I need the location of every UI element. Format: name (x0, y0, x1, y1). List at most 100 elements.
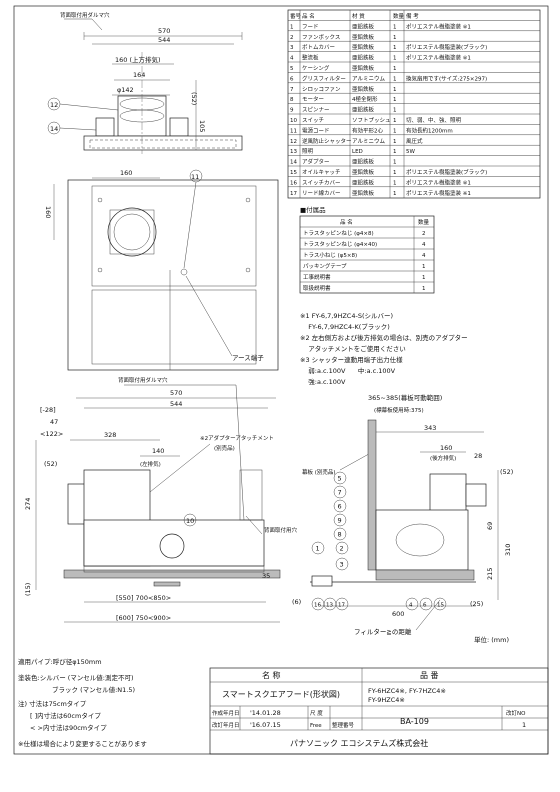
parts-cell-11-4: 風圧式 (406, 137, 423, 145)
front-switch (159, 533, 185, 559)
title-rev: 1 (522, 721, 526, 729)
parts-cell-12-2: LED (352, 149, 363, 155)
front-hood-bottom (63, 569, 281, 579)
side-dim-6: (6) (292, 598, 301, 606)
front-dim-122: <122> (40, 430, 63, 438)
acc-header-0: 品 名 (340, 218, 353, 226)
front-dim-15: (15) (24, 583, 32, 596)
parts-cell-2-4: ポリエステル樹脂塗装(ブラック) (406, 43, 487, 51)
parts-cell-15-3: 1 (393, 180, 397, 186)
parts-cell-16-1: リード線カバー (302, 189, 341, 197)
parts-cell-0-4: ポリエステル樹脂塗装 ※1 (406, 22, 471, 30)
parts-cell-12-1: 照明 (302, 148, 314, 155)
parts-cell-0-1: フード (302, 23, 319, 30)
parts-cell-16-4: ポリエステル樹脂塗装 ※1 (406, 189, 471, 197)
parts-cell-13-0: 14 (290, 160, 297, 166)
title-name-header: 名 称 (262, 670, 281, 680)
adapter-label: ※2アダプターアタッチメント (200, 434, 274, 442)
top-body (83, 135, 243, 151)
side-balloon-circle (311, 541, 325, 555)
parts-cell-3-2: 亜鉛鉄板 (352, 54, 375, 62)
side-balloon-circle (333, 513, 347, 527)
top-dim-52: (52) (190, 92, 198, 105)
acc-cell-5-0: 取扱説明書 (303, 284, 331, 292)
parts-cell-15-0: 16 (290, 180, 297, 186)
parts-cell-10-1: 電源コード (302, 126, 330, 134)
parts-cell-14-4: ポリエステル樹脂塗装(ブラック) (406, 168, 487, 176)
parts-cell-2-1: ボトムカバー (302, 43, 335, 51)
front-dim-140-sub: (左排気) (140, 460, 161, 468)
note-line-6: 強:a.c.100V (300, 378, 346, 386)
title-num-header: 品 番 (420, 670, 439, 680)
parts-cell-9-0: 10 (290, 118, 297, 124)
spec-note4: ※仕様は場合により変更することがあります (18, 739, 147, 748)
front-dim-544: 544 (170, 400, 182, 408)
acc-cell-1-0: トラスタッピンねじ (φ4×40) (303, 240, 377, 248)
note-line-4: ※3 シャッター連動用端子出力仕様 (300, 355, 403, 364)
parts-cell-12-3: 1 (393, 149, 397, 155)
side-bottom (375, 569, 475, 581)
parts-cell-11-3: 1 (393, 139, 397, 145)
parts-cell-2-0: 3 (290, 45, 294, 51)
plan-view: 160 160 11 アース端子 (44, 169, 279, 371)
parts-cell-9-2: ソフトプッシュ (352, 117, 391, 124)
parts-cell-13-2: 亜鉛鉄板 (352, 158, 375, 166)
parts-cell-16-3: 1 (393, 191, 397, 197)
filter-label: フィルター≧の距離 (354, 627, 412, 636)
front-balloon-10: 10 (186, 517, 194, 525)
parts-cell-1-2: 亜鉛鉄板 (352, 33, 375, 41)
notes-block: ※1 FY-6,7,9HZC4-S(シルバー) FY-6,7,9HZC4-K(ブ… (300, 312, 468, 386)
side-dim-600: 600 (392, 610, 404, 618)
earth-label: アース端子 (232, 353, 264, 362)
parts-cell-1-0: 2 (290, 35, 294, 41)
side-dim-52: (52) (500, 468, 513, 476)
sheet-border (13, 5, 549, 755)
title-created: '14.01.28 (250, 709, 281, 717)
side-balloon-circle (433, 597, 447, 611)
spec-note3: < >内寸法は90cmタイプ (30, 723, 107, 732)
side-balloon-13: 13 (326, 603, 333, 609)
spec-block: 適用パイプ:呼び径φ150mm 塗装色:シルバー (マンセル値:測定不可) ブラ… (18, 657, 147, 748)
parts-cell-15-4: ポリエステル樹脂塗装 ※1 (406, 178, 471, 186)
side-balloon-8: 8 (338, 531, 342, 539)
front-dim-274: 274 (24, 498, 32, 510)
adapter-sub-label: (別売品) (214, 444, 235, 452)
acc-cell-2-1: 4 (422, 253, 426, 259)
parts-cell-14-3: 1 (393, 170, 397, 176)
unit-label: 単位: (mm) (474, 635, 509, 644)
plan-duct-opening (107, 207, 157, 257)
side-balloon-9: 9 (338, 517, 342, 525)
acc-cell-1-1: 4 (422, 242, 426, 248)
parts-cell-4-2: 亜鉛鉄板 (352, 64, 375, 72)
front-dim-700: [550] 700<850> (116, 594, 171, 602)
parts-cell-2-3: 1 (393, 45, 397, 51)
parts-cell-5-3: 1 (393, 76, 397, 82)
acc-cell-0-0: トラスタッピンねじ (φ4×8) (303, 229, 374, 237)
front-dim-52: (52) (44, 460, 57, 468)
title-scale-label: 尺 度 (310, 709, 323, 717)
side-dim-range: 365~385(幕板可動範囲) (368, 393, 442, 402)
parts-cell-8-1: スピンナー (302, 107, 330, 114)
side-balloon-1: 1 (316, 545, 320, 553)
parts-cell-1-1: ファンボックス (302, 33, 340, 41)
spec-color2: ブラック (マンセル値:N1.5) (52, 685, 135, 694)
parts-cell-5-0: 6 (290, 76, 294, 82)
top-dim-164: 164 (133, 71, 145, 79)
side-dim-28: 28 (474, 452, 482, 460)
side-balloon-2: 2 (340, 545, 344, 553)
acc-cell-0-1: 2 (422, 231, 426, 237)
acc-cell-4-0: 工事説明書 (303, 273, 331, 281)
parts-cell-7-0: 8 (290, 97, 294, 103)
side-balloon-circle (335, 541, 349, 555)
parts-cell-16-2: 亜鉛鉄板 (352, 189, 375, 197)
side-balloon-5: 5 (338, 475, 342, 483)
parts-cell-0-0: 1 (290, 24, 294, 30)
front-dim-328: 328 (104, 431, 116, 439)
title-model-1: FY-6HZC4※, FY-7HZC4※ (368, 687, 446, 695)
parts-cell-10-2: 有効平形2心 (352, 126, 383, 134)
title-created-label: 作成年月日 (212, 709, 240, 717)
title-revised: '16.07.15 (250, 721, 281, 729)
title-name: スマートスクエアフード(形状図) (222, 689, 340, 699)
title-rev-label: 改訂NO (506, 709, 526, 717)
